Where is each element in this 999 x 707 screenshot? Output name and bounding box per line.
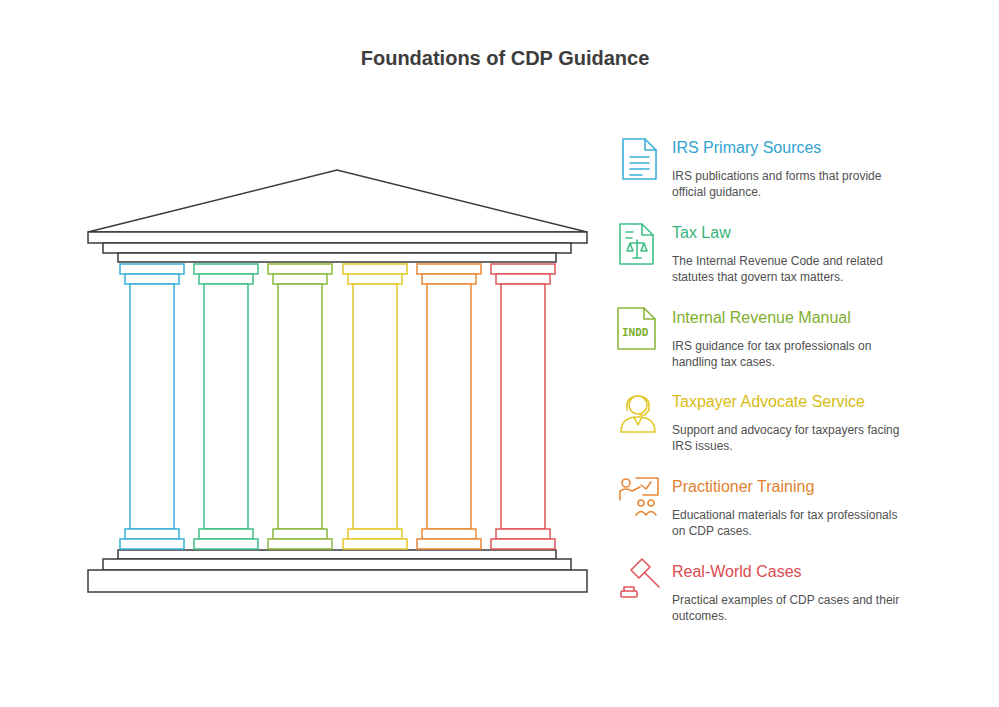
temple-columns [120,264,555,549]
item-description: IRS publications and forms that provide … [672,168,904,200]
column [491,264,555,549]
temple-roof [88,170,587,232]
temple-base [118,550,556,559]
column [268,264,332,549]
item-description: Practical examples of CDP cases and thei… [672,592,904,624]
item-heading: IRS Primary Sources [672,138,912,158]
item-description: Support and advocacy for taxpayers facin… [672,422,904,454]
item-description: The Internal Revenue Code and related st… [672,253,904,285]
training-icon [620,478,658,515]
gavel-icon [621,559,659,597]
law-document-icon [620,224,653,264]
icon-text: INDD [622,326,662,339]
item-heading: Internal Revenue Manual [672,308,912,328]
item-heading: Real-World Cases [672,562,912,582]
column [120,264,184,549]
item-description: Educational materials for tax profession… [672,507,904,539]
temple-frame [88,170,587,592]
item-heading: Tax Law [672,223,912,243]
item-heading: Practitioner Training [672,477,912,497]
temple-base [88,570,587,592]
column [417,264,481,549]
diagram-title: Foundations of CDP Guidance [5,47,999,70]
item-icons [618,139,659,597]
temple-entablature [103,243,571,253]
temple-entablature [118,253,556,262]
advocate-icon [621,396,655,432]
document-icon [623,139,656,179]
column [194,264,258,549]
item-heading: Taxpayer Advocate Service [672,392,912,412]
column [343,264,407,549]
temple-base [103,559,571,570]
item-description: IRS guidance for tax professionals on ha… [672,338,904,370]
temple-entablature [88,232,587,243]
